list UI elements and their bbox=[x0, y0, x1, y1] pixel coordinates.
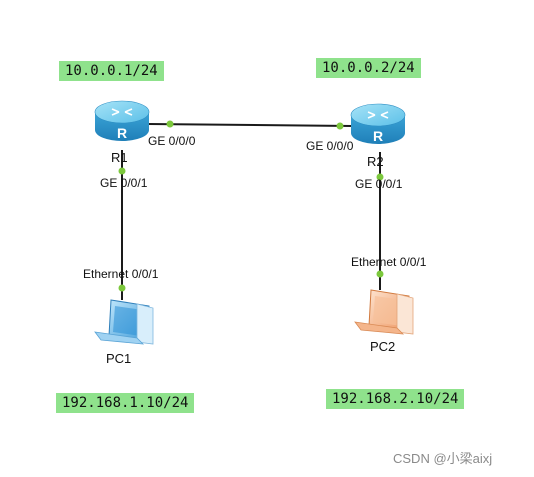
interface-label-r2-ge000: GE 0/0/0 bbox=[306, 139, 354, 153]
port-dot-r2-ge001 bbox=[376, 173, 384, 181]
router-r1-icon[interactable]: R bbox=[94, 100, 150, 141]
device-name-pc1: PC1 bbox=[106, 351, 132, 366]
device-name-r1: R1 bbox=[111, 150, 128, 165]
pc2-icon[interactable] bbox=[354, 289, 414, 335]
port-dot-pc2-eth bbox=[376, 270, 384, 278]
watermark: CSDN @小梁aixj bbox=[393, 451, 493, 466]
interface-label-pc2-eth: Ethernet 0/0/1 bbox=[351, 255, 427, 269]
ip-label-pc2: 192.168.2.10/24 bbox=[326, 389, 465, 409]
port-dot-r1-ge001 bbox=[118, 167, 126, 175]
router-r2-icon[interactable]: R bbox=[350, 103, 406, 144]
link-r1-r2 bbox=[147, 123, 353, 127]
ip-label-r2: 10.0.0.2/24 bbox=[316, 58, 421, 78]
router-r2-glyph: R bbox=[373, 128, 383, 144]
interface-label-r1-ge001: GE 0/0/1 bbox=[100, 176, 148, 190]
port-dot-r2-ge000 bbox=[336, 122, 344, 130]
ip-label-pc1: 192.168.1.10/24 bbox=[56, 393, 195, 413]
ip-label-r1: 10.0.0.1/24 bbox=[59, 61, 164, 81]
interface-label-r2-ge001: GE 0/0/1 bbox=[355, 177, 403, 191]
pc1-icon[interactable] bbox=[94, 299, 154, 345]
device-name-r2: R2 bbox=[367, 154, 384, 169]
interface-label-pc1-eth: Ethernet 0/0/1 bbox=[83, 267, 159, 281]
router-r1-glyph: R bbox=[117, 125, 127, 141]
port-dot-pc1-eth bbox=[118, 284, 126, 292]
device-name-pc2: PC2 bbox=[370, 339, 396, 354]
port-dot-r1-ge000 bbox=[166, 120, 174, 128]
interface-label-r1-ge000: GE 0/0/0 bbox=[148, 134, 196, 148]
